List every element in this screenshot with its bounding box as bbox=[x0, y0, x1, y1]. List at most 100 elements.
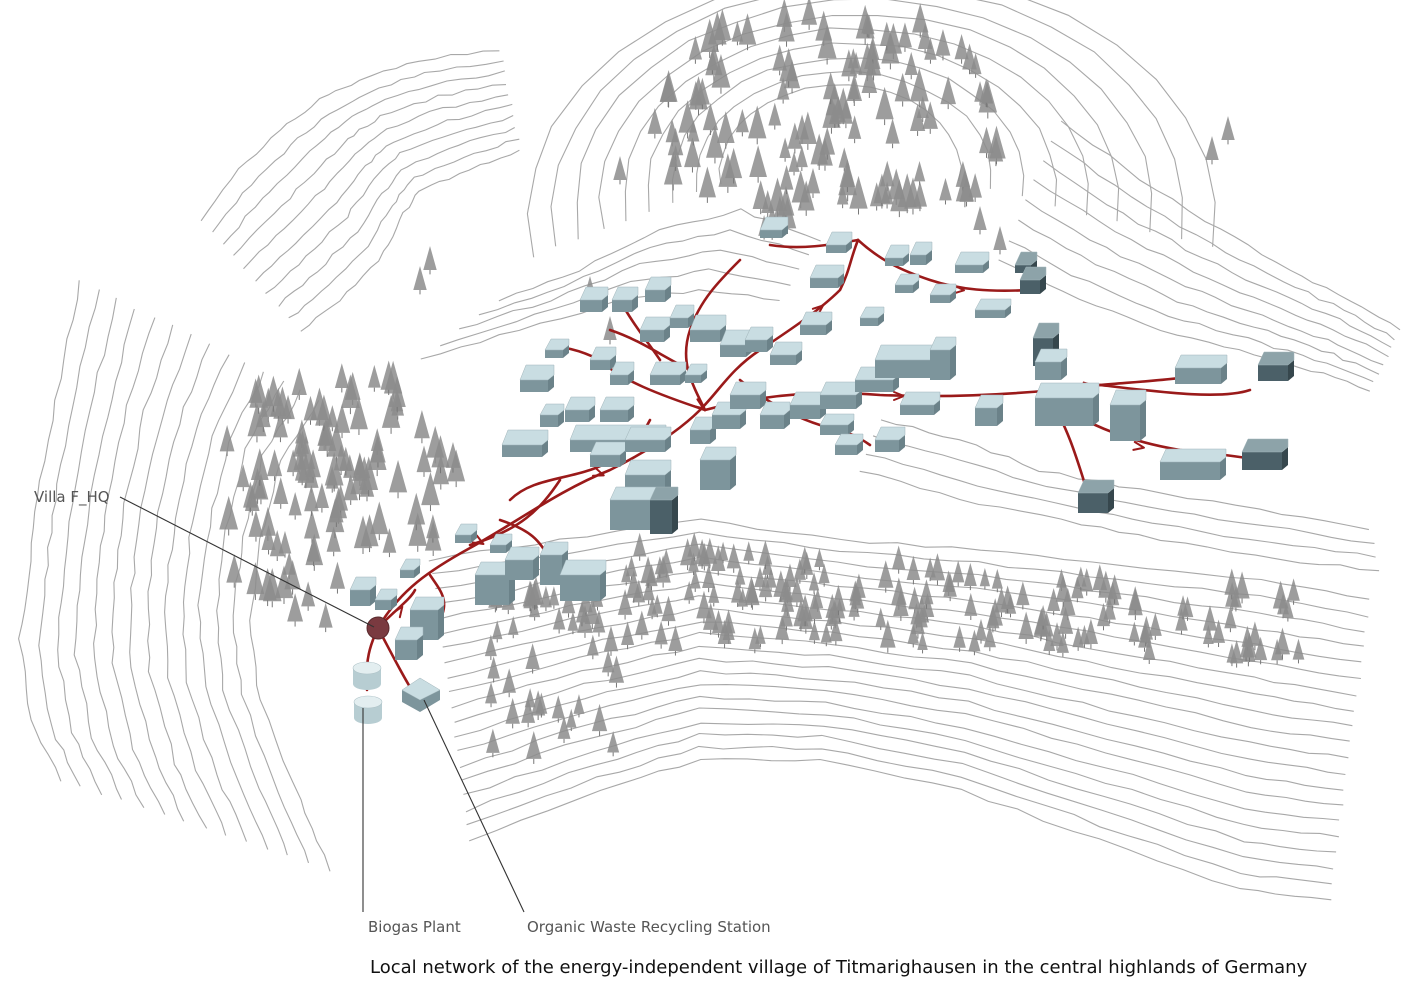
tree bbox=[909, 68, 929, 108]
tree bbox=[765, 567, 777, 592]
tree bbox=[607, 730, 620, 757]
building bbox=[504, 546, 540, 580]
tree bbox=[654, 556, 665, 578]
east-contour bbox=[1042, 160, 1392, 348]
tree bbox=[689, 569, 701, 592]
tree bbox=[789, 577, 805, 607]
tree bbox=[253, 473, 269, 505]
tree bbox=[878, 560, 894, 593]
tree bbox=[1000, 585, 1015, 614]
building bbox=[1241, 438, 1289, 470]
tree bbox=[603, 625, 619, 656]
tree bbox=[314, 482, 329, 513]
tree bbox=[407, 492, 426, 531]
tree bbox=[273, 477, 289, 509]
tree bbox=[1242, 632, 1257, 663]
tree bbox=[848, 115, 862, 144]
tree bbox=[1140, 622, 1152, 647]
tree bbox=[787, 122, 803, 154]
network-line bbox=[758, 238, 860, 352]
tree bbox=[891, 545, 906, 574]
tree bbox=[561, 589, 576, 618]
tree bbox=[808, 571, 820, 594]
south-contour bbox=[448, 631, 1350, 742]
tree bbox=[808, 620, 820, 644]
flow-arrow bbox=[691, 398, 705, 410]
building bbox=[644, 276, 672, 302]
tree bbox=[688, 35, 703, 64]
tree bbox=[1098, 570, 1114, 603]
tree bbox=[1079, 624, 1090, 648]
tree bbox=[1103, 597, 1116, 624]
tree bbox=[416, 445, 432, 477]
network-line bbox=[468, 478, 562, 547]
tree bbox=[708, 583, 720, 607]
tree bbox=[797, 594, 813, 627]
tree bbox=[286, 449, 300, 477]
biogas-plant-label: Biogas Plant bbox=[368, 918, 461, 936]
south-contour bbox=[469, 758, 1332, 901]
tree bbox=[820, 622, 832, 647]
tree bbox=[873, 173, 891, 209]
tree bbox=[565, 708, 577, 732]
building bbox=[929, 283, 957, 303]
tree bbox=[762, 555, 774, 579]
tree bbox=[988, 135, 1004, 167]
northwest-contour bbox=[255, 103, 513, 282]
tree bbox=[663, 151, 683, 191]
tree bbox=[687, 119, 700, 146]
tree bbox=[919, 579, 934, 609]
building bbox=[564, 396, 596, 422]
tree bbox=[1282, 597, 1294, 622]
tree bbox=[1181, 596, 1194, 621]
tree bbox=[726, 543, 741, 573]
tree bbox=[426, 514, 440, 543]
west-contour bbox=[249, 400, 331, 872]
tree bbox=[761, 190, 775, 218]
tree bbox=[633, 532, 647, 561]
tree bbox=[952, 560, 965, 587]
tree bbox=[943, 572, 957, 602]
tree bbox=[917, 23, 933, 54]
tree bbox=[484, 634, 497, 660]
tree bbox=[683, 580, 695, 604]
tree bbox=[487, 656, 500, 683]
building bbox=[689, 416, 717, 444]
tree bbox=[626, 570, 642, 603]
tree bbox=[1075, 566, 1087, 591]
west-contour bbox=[197, 371, 269, 850]
tree bbox=[1226, 643, 1238, 667]
tree bbox=[963, 562, 977, 591]
west-contour bbox=[111, 324, 174, 815]
tree bbox=[698, 166, 716, 203]
south-contour bbox=[457, 684, 1344, 806]
tree bbox=[935, 29, 951, 61]
building bbox=[711, 401, 747, 429]
west-contour bbox=[182, 362, 248, 842]
tree bbox=[798, 111, 817, 150]
tree bbox=[881, 31, 900, 70]
tree bbox=[525, 643, 540, 674]
tree bbox=[1058, 606, 1074, 639]
waste-station-building bbox=[401, 677, 441, 712]
valley-contour bbox=[859, 470, 1380, 572]
tree bbox=[445, 442, 461, 473]
tree bbox=[879, 21, 894, 51]
building bbox=[609, 486, 657, 530]
west-contour bbox=[232, 389, 310, 864]
tree bbox=[1221, 116, 1235, 145]
tree bbox=[711, 545, 726, 576]
south-contour bbox=[463, 722, 1337, 853]
tree bbox=[388, 459, 408, 499]
tree bbox=[525, 730, 542, 764]
tree bbox=[326, 405, 339, 432]
building bbox=[599, 396, 635, 422]
south-contour bbox=[454, 657, 1346, 776]
northwest-contour bbox=[243, 94, 509, 270]
building bbox=[859, 306, 885, 326]
west-contour bbox=[57, 297, 117, 796]
tree bbox=[975, 618, 987, 644]
tree bbox=[551, 695, 565, 723]
north-hill-contour bbox=[647, 42, 1058, 212]
